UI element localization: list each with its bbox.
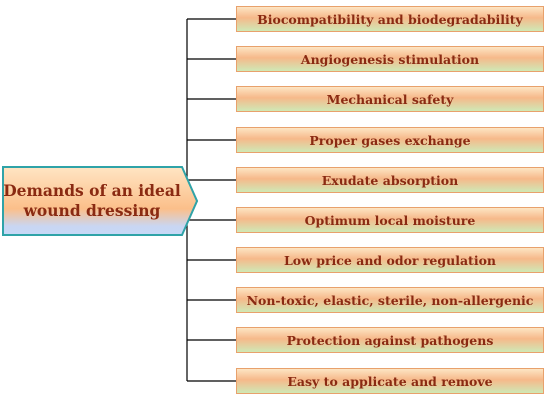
requirement-item: Non-toxic, elastic, sterile, non-allerge… (236, 287, 544, 313)
root-node-outline (2, 166, 199, 236)
root-node (2, 166, 198, 236)
requirement-item: Easy to applicate and remove (236, 368, 544, 394)
requirement-item: Exudate absorption (236, 167, 544, 193)
requirement-item: Biocompatibility and biodegradability (236, 6, 544, 32)
requirement-item: Mechanical safety (236, 86, 544, 112)
requirement-item: Low price and odor regulation (236, 247, 544, 273)
requirement-item: Optimum local moisture (236, 207, 544, 233)
root-label-line2: wound dressing (23, 201, 161, 220)
requirement-item: Proper gases exchange (236, 127, 544, 153)
requirement-item: Protection against pathogens (236, 327, 544, 353)
root-label-line1: Demands of an ideal (3, 181, 181, 200)
root-node-label: Demands of an ideal wound dressing (2, 166, 182, 236)
requirement-item: Angiogenesis stimulation (236, 46, 544, 72)
